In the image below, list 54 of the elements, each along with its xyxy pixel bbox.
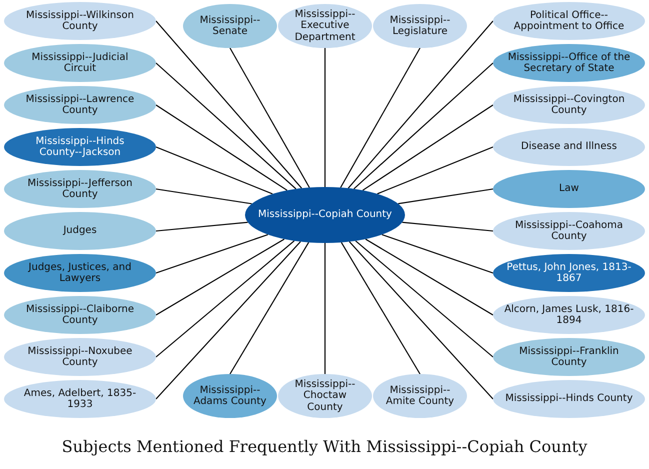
connector-line — [340, 48, 420, 188]
connector-line — [156, 188, 252, 204]
chart-title: Subjects Mentioned Frequently With Mississippi--Copiah County — [60, 437, 588, 456]
node-label: Mississippi--Amite County — [384, 384, 456, 408]
connector-line — [365, 238, 494, 316]
node-label: Mississippi--Covington County — [512, 94, 626, 116]
connector-line — [156, 222, 248, 232]
connector-line — [362, 104, 494, 191]
connector-line — [156, 238, 285, 316]
node-label: Pettus, John Jones, 1813-1867 — [506, 262, 632, 284]
node-label: Mississippi--Copiah County — [258, 209, 392, 221]
node-label: Mississippi--Jefferson County — [26, 178, 134, 200]
node-label: Mississippi--Senate — [198, 14, 262, 38]
connector-line — [324, 48, 326, 187]
node-label: Mississippi--Coahoma County — [514, 220, 624, 242]
connector-line — [340, 242, 420, 374]
node-label: Mississippi--Claiborne County — [24, 304, 136, 326]
connector-line — [348, 241, 494, 400]
connector-line — [382, 234, 494, 274]
connector-line — [402, 222, 494, 232]
node-label: Mississippi--Adams County — [192, 384, 268, 408]
connector-line — [398, 188, 494, 204]
node-label: Mississippi--Judicial Circuit — [30, 52, 130, 74]
connector-line — [156, 62, 296, 190]
connector-line — [348, 20, 494, 189]
node-label: Mississippi--Executive Department — [294, 8, 356, 44]
connector-line — [377, 146, 494, 194]
connector-line — [156, 146, 273, 194]
node-label: Mississippi--Choctaw County — [294, 378, 356, 414]
connector-line — [156, 20, 302, 189]
node-label: Mississippi--Hinds County--Jackson — [34, 136, 126, 158]
node-label: Judges — [63, 225, 97, 237]
connector-line — [156, 241, 301, 400]
node-label: Law — [559, 183, 579, 195]
node-label: Political Office--Appointment to Office — [512, 10, 626, 32]
connector-line — [354, 62, 494, 190]
node-label: Mississippi--Office of the Secretary of State — [506, 52, 632, 74]
node-label: Mississippi--Lawrence County — [24, 94, 136, 116]
node-label: Judges, Justices, and Lawyers — [27, 262, 132, 284]
node-label: Mississippi--Noxubee County — [26, 346, 134, 368]
connector-line — [156, 240, 295, 358]
node-label: Mississippi--Franklin County — [518, 346, 620, 368]
connector-line — [355, 240, 494, 358]
node-label: Alcorn, James Lusk, 1816-1894 — [504, 304, 634, 326]
node-label: Mississippi--Legislature — [388, 14, 452, 38]
connector-line — [230, 48, 310, 188]
node-label: Ames, Adelbert, 1835-1933 — [22, 388, 138, 410]
connector-line — [156, 104, 288, 191]
node-label: Mississippi--Wilkinson County — [25, 10, 135, 32]
node-label: Mississippi--Hinds County — [505, 393, 633, 405]
connector-line — [156, 234, 268, 274]
connector-line — [324, 243, 326, 374]
connector-line — [230, 242, 310, 374]
node-label: Disease and Illness — [521, 141, 617, 153]
